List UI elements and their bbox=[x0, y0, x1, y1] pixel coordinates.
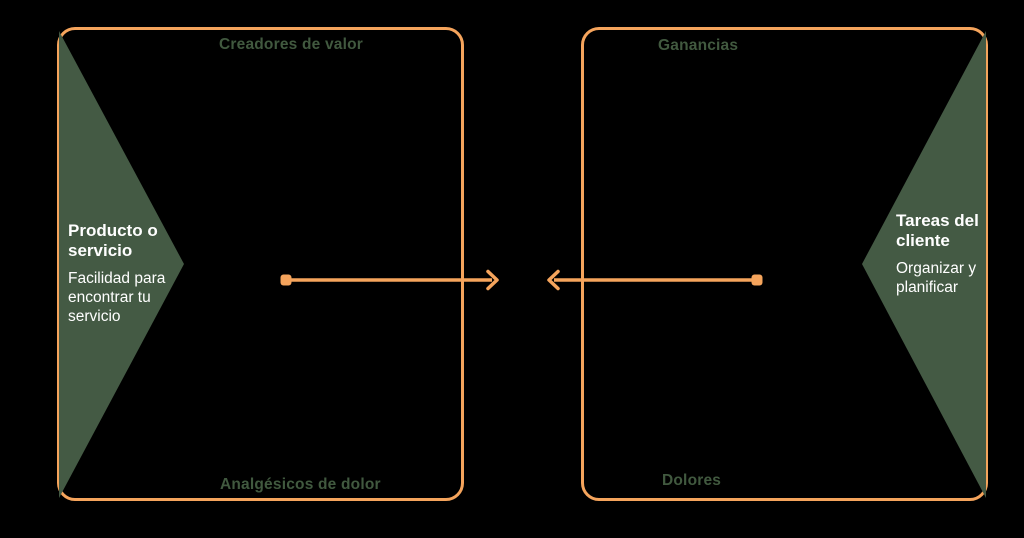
pains-label: Dolores bbox=[662, 472, 722, 489]
customer-tasks-text: Tareas del cliente Organizar y planifica… bbox=[896, 211, 986, 297]
product-service-text: Producto o servicio Facilidad para encon… bbox=[68, 221, 186, 326]
gains-label: Ganancias bbox=[658, 37, 739, 54]
customer-tasks-description: Organizar y planificar bbox=[896, 260, 977, 296]
product-service-description: Facilidad para encontrar tu servicio bbox=[68, 270, 166, 325]
gain-creators-label: Creadores de valor bbox=[219, 36, 364, 53]
pain-relievers-label: Analgésicos de dolor bbox=[220, 476, 381, 493]
value-map-panel bbox=[57, 27, 464, 501]
customer-tasks-title: Tareas del cliente bbox=[896, 211, 979, 250]
product-service-title: Producto o servicio bbox=[68, 221, 158, 260]
customer-profile-panel bbox=[581, 27, 988, 501]
